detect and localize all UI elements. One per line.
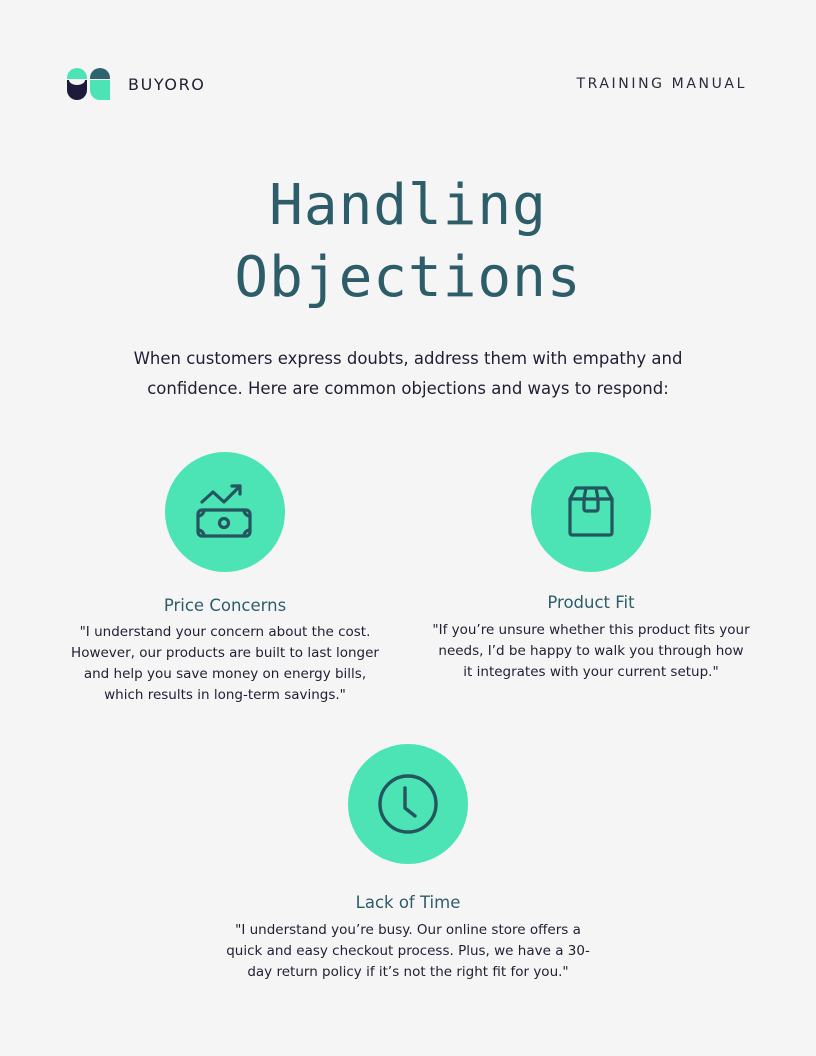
intro-paragraph: When customers express doubts, address t… — [133, 349, 683, 398]
icon-circle — [348, 744, 468, 864]
objection-card-product-fit: Product Fit "If you’re unsure whether th… — [432, 452, 750, 683]
icon-circle — [531, 452, 651, 572]
objection-card-price: Price Concerns "I understand your concer… — [66, 452, 384, 706]
clock-icon — [378, 774, 438, 834]
objection-response: "If you’re unsure whether this product f… — [432, 622, 750, 680]
buyoro-logo-icon — [67, 68, 110, 100]
page-title: Handling Objections — [0, 170, 816, 314]
objection-title: Product Fit — [547, 593, 635, 612]
page-title-line-1: Handling — [269, 173, 547, 238]
objection-title: Price Concerns — [163, 596, 287, 615]
objection-title: Lack of Time — [355, 893, 461, 912]
package-box-icon — [568, 486, 614, 537]
objection-response: "I understand your concern about the cos… — [71, 624, 379, 703]
page-header: BUYORO TRAINING MANUAL — [67, 68, 747, 100]
page-title-line-2: Objections — [234, 245, 582, 310]
brand: BUYORO — [67, 68, 206, 100]
brand-name: BUYORO — [128, 74, 206, 94]
money-growth-icon — [196, 484, 252, 538]
objection-card-lack-of-time: Lack of Time "I understand you’re busy. … — [218, 744, 598, 983]
icon-circle — [165, 452, 285, 572]
document-type-label: TRAINING MANUAL — [576, 76, 747, 92]
objection-response: "I understand you’re busy. Our online st… — [226, 922, 590, 980]
